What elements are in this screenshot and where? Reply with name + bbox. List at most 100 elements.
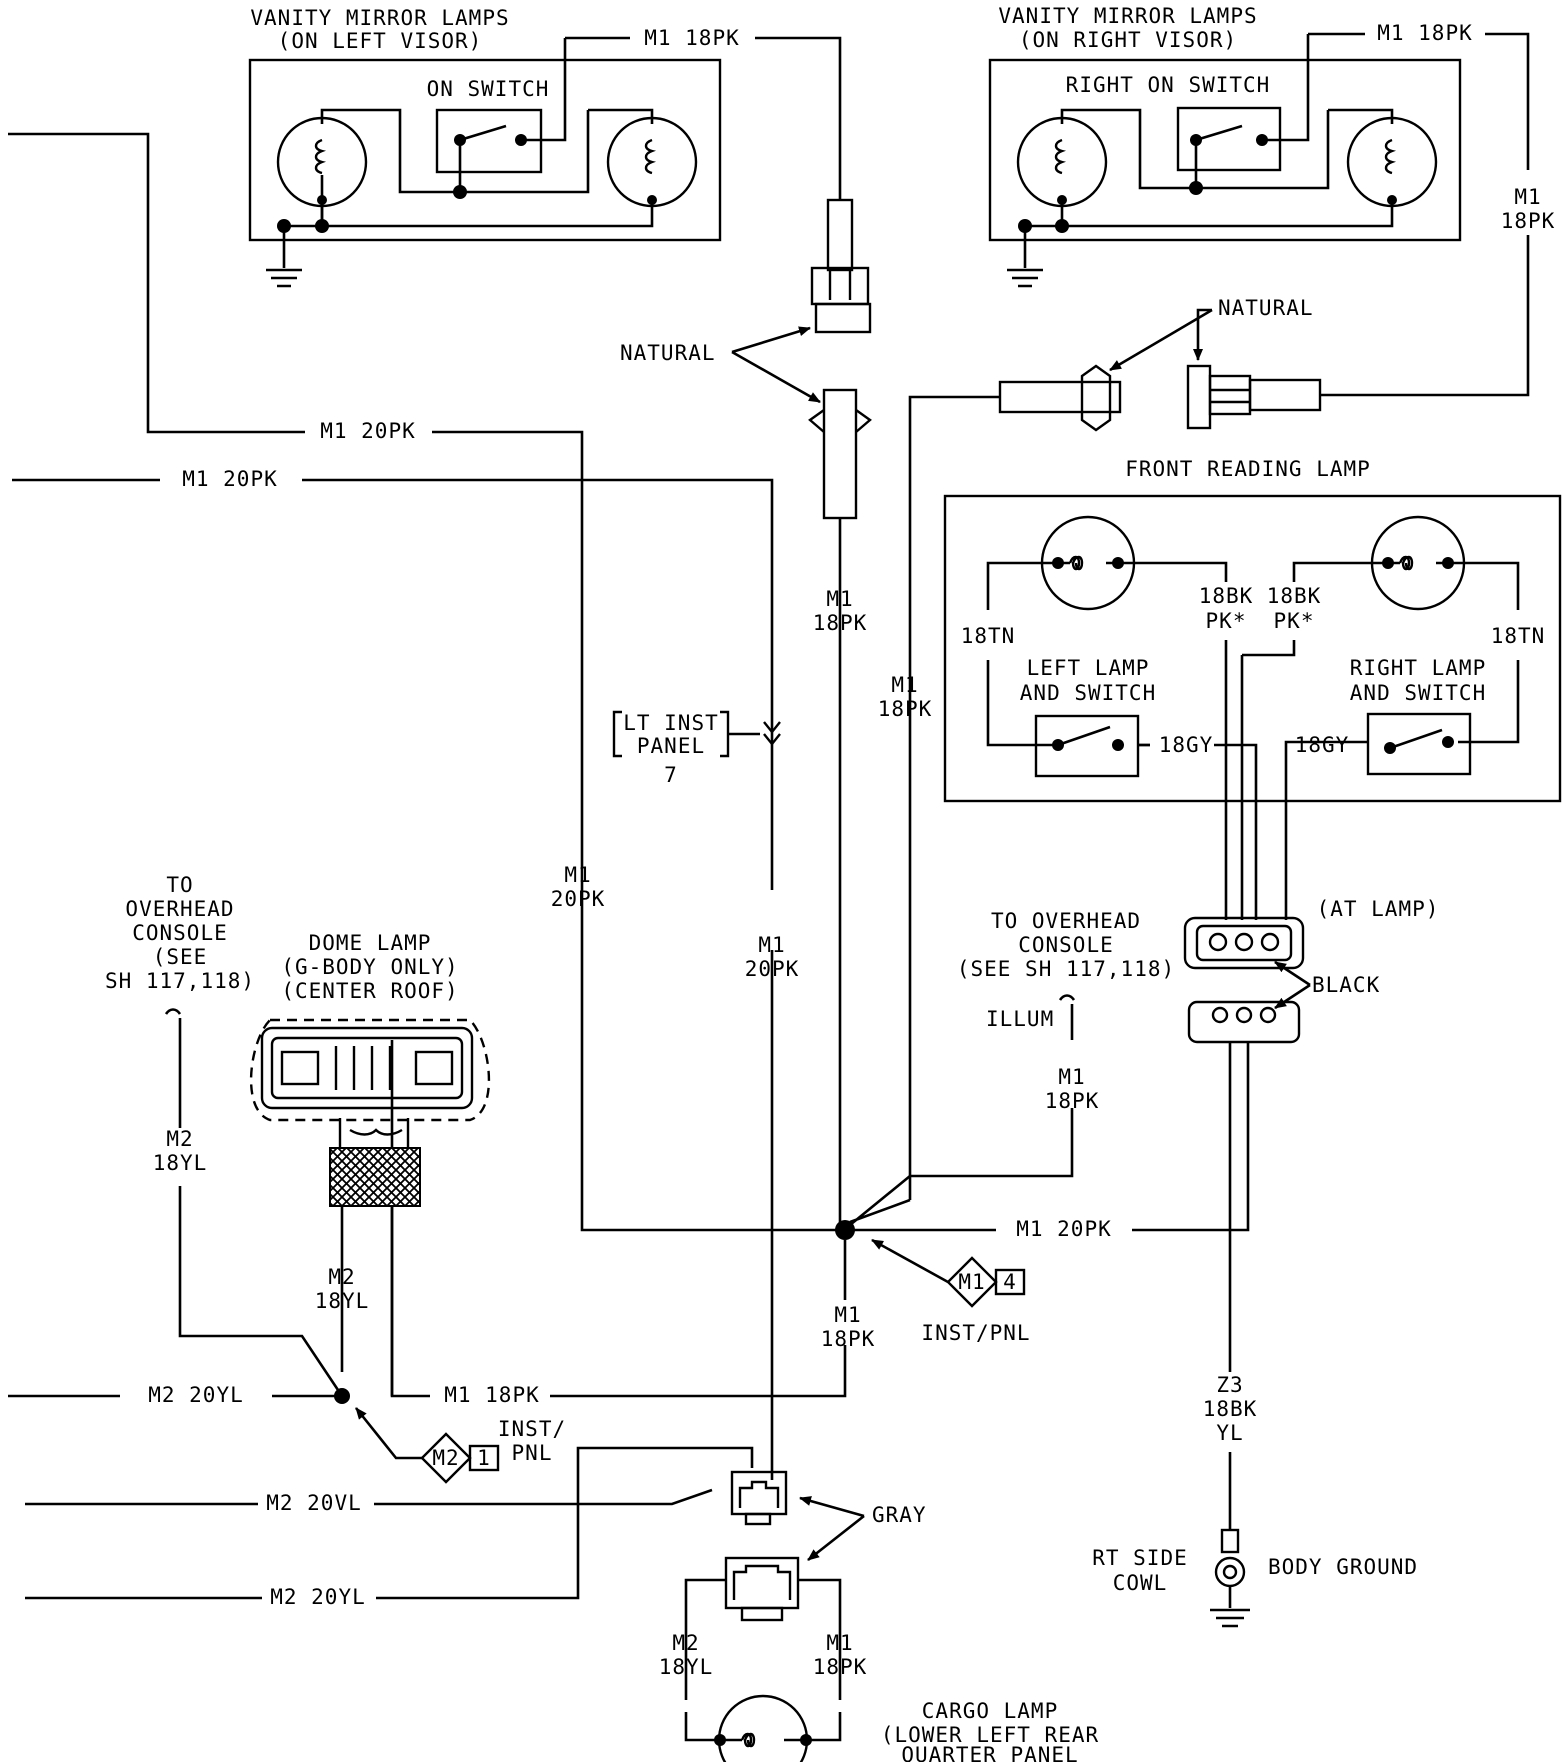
right-vanity-mirror: VANITY MIRROR LAMPS (ON RIGHT VISOR) RIG… [988, 4, 1462, 288]
m1-splice-reference: M1 4 INST/PNL [871, 1238, 1030, 1345]
cargo-lamp-line2: (LOWER LEFT REAR [881, 1723, 1099, 1747]
cargo-left-gauge: 18YL [659, 1655, 714, 1679]
right-visor-lamp-1-icon [1016, 116, 1108, 208]
cargo-lamp-line3: QUARTER PANEL [901, 1743, 1078, 1762]
left-visor-ground-icon [266, 226, 302, 288]
right-lamp-label-2: AND SWITCH [1350, 681, 1486, 705]
left-natural-connector [808, 198, 872, 520]
main-splice-dot [835, 1220, 855, 1240]
m1-20pk-top-label: M1 20PK [320, 419, 416, 443]
m1-20pk-splice-label: M1 20PK [1016, 1217, 1112, 1241]
center-wire-circuit: M1 [826, 587, 853, 611]
cargo-right-circuit: M1 [826, 1631, 853, 1655]
splice-convergence [849, 1174, 911, 1227]
m2-splice-reference: M2 1 INST/ PNL [354, 1407, 566, 1484]
cargo-left-circuit: M2 [672, 1631, 699, 1655]
m1-20pk-second-wire [12, 478, 774, 1480]
to-overhead-left-2: OVERHEAD [125, 897, 234, 921]
to-overhead-left-5: SH 117,118) [105, 969, 255, 993]
wire-18bk-1-pk: PK* [1206, 609, 1247, 633]
right-visor-subtitle: (ON RIGHT VISOR) [1019, 28, 1237, 52]
right-natural-wire-gauge: 18PK [878, 697, 933, 721]
right-natural-wire-circuit: M1 [891, 673, 918, 697]
at-lamp-output-wires [1132, 1042, 1250, 1372]
m2-splice-id: M2 [432, 1446, 459, 1470]
illum-wire-gauge: 18PK [1045, 1089, 1100, 1113]
m2-splice-location-1: INST/ [498, 1417, 566, 1441]
right-visor-riser-wire-label: 18PK [1501, 209, 1556, 233]
gray-label: GRAY [872, 1503, 927, 1527]
left-visor-feed-wire [565, 36, 842, 200]
dome-wire-circuit: M2 [328, 1265, 355, 1289]
front-reading-lamp: FRONT READING LAMP LEFT LAMP AND SWITCH … [943, 457, 1562, 803]
dome-lamp-line2: (G-BODY ONLY) [281, 955, 458, 979]
m1-18pk-lower-label: M1 18PK [444, 1383, 540, 1407]
to-overhead-right-2: CONSOLE [1018, 933, 1114, 957]
to-overhead-right-3: (SEE SH 117,118) [957, 957, 1175, 981]
left-visor-switch-label: ON SWITCH [427, 77, 550, 101]
left-lamp-label: LEFT LAMP [1027, 656, 1150, 680]
m2-20yl-2-wire [25, 1446, 754, 1600]
mid-vertical-gauge: 20PK [745, 957, 800, 981]
right-natural-wire [908, 395, 1000, 1200]
dome-lamp-line3: (CENTER ROOF) [281, 979, 458, 1003]
illum-wire [910, 994, 1076, 1178]
m1-20pk-top-wire [8, 132, 840, 1232]
splice-down-wire [550, 1240, 847, 1398]
m2-20vl-wire [25, 1488, 713, 1506]
lt-inst-panel-reference: LT INST PANEL 7 [612, 710, 760, 787]
m1-splice-id: M1 [958, 1270, 985, 1294]
rt-side-label: RT SIDE [1092, 1546, 1188, 1570]
left-vertical-gauge: 20PK [551, 887, 606, 911]
illum-label: ILLUM [986, 1007, 1054, 1031]
m1-splice-num: 4 [1003, 1270, 1017, 1294]
ground-color: YL [1216, 1421, 1243, 1445]
front-reading-lamp-title: FRONT READING LAMP [1125, 457, 1371, 481]
right-visor-riser-wire [1320, 235, 1530, 397]
illum-wire-circuit: M1 [1058, 1065, 1085, 1089]
left-m2-gauge: 18YL [153, 1151, 208, 1175]
right-lamp-label: RIGHT LAMP [1350, 656, 1486, 680]
to-overhead-left-4: (SEE [153, 945, 208, 969]
cowl-label: COWL [1113, 1571, 1168, 1595]
wire-18tn-right: 18TN [1491, 624, 1546, 648]
lt-inst-panel-line1: LT INST [623, 711, 719, 735]
gray-connector [724, 1470, 800, 1622]
splice-down-gauge: 18PK [821, 1327, 876, 1351]
black-label: BLACK [1312, 973, 1380, 997]
wire-18gy-right: 18GY [1295, 733, 1350, 757]
to-overhead-right-1: TO OVERHEAD [991, 909, 1141, 933]
wire-18bk-2-pk: PK* [1274, 609, 1315, 633]
at-lamp-label: (AT LAMP) [1317, 897, 1440, 921]
natural-label-left: NATURAL [620, 341, 716, 365]
natural-label-right: NATURAL [1218, 296, 1314, 320]
right-visor-title: VANITY MIRROR LAMPS [998, 4, 1257, 28]
to-overhead-left-1: TO [166, 873, 193, 897]
left-visor-lamp-2-icon [606, 116, 698, 208]
wire-18tn-left: 18TN [961, 624, 1016, 648]
m2-20vl-label: M2 20VL [266, 1491, 362, 1515]
left-visor-subtitle: (ON LEFT VISOR) [278, 29, 483, 53]
lt-inst-panel-page: 7 [664, 763, 678, 787]
lt-inst-panel-line2: PANEL [637, 734, 705, 758]
right-reading-switch [1366, 712, 1472, 776]
ground-gauge: 18BK [1203, 1397, 1258, 1421]
at-lamp-connector [1183, 916, 1305, 1044]
left-lamp-label-2: AND SWITCH [1020, 681, 1156, 705]
left-visor-title: VANITY MIRROR LAMPS [250, 6, 509, 30]
right-visor-riser-circuit: M1 [1514, 185, 1541, 209]
body-ground-label: BODY GROUND [1268, 1555, 1418, 1579]
center-wire-gauge: 18PK [813, 611, 868, 635]
m2-20yl-1-label: M2 20YL [148, 1383, 244, 1407]
wire-18gy-left: 18GY [1159, 733, 1214, 757]
wire-18bk-2: 18BK [1267, 584, 1322, 608]
right-visor-lamp-2-icon [1346, 116, 1438, 208]
left-vertical-circuit: M1 [564, 863, 591, 887]
cargo-right-gauge: 18PK [813, 1655, 868, 1679]
left-m2-wire [8, 1008, 344, 1398]
ground-circuit: Z3 [1216, 1373, 1243, 1397]
to-overhead-left-3: CONSOLE [132, 921, 228, 945]
left-m2-circuit: M2 [166, 1127, 193, 1151]
reading-lamp-harness [1214, 640, 1358, 920]
